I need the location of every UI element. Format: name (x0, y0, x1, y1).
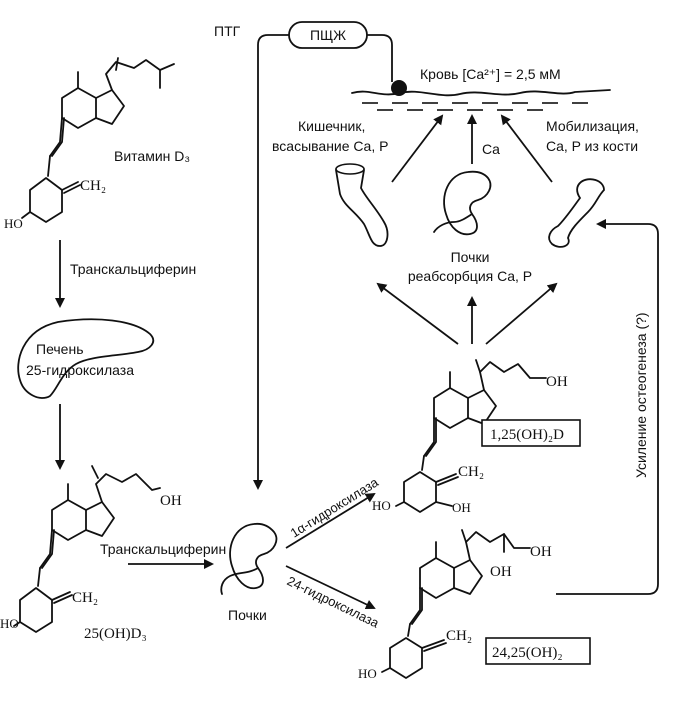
intestine-label-2: всасывание Ca, P (272, 138, 388, 154)
mobilization-label-1: Мобилизация, (546, 118, 639, 134)
kidneys-bottom-label: Почки (228, 607, 267, 623)
calcitriol-to-intestine-arrow (376, 282, 459, 345)
ho-label-c: HO (372, 498, 391, 513)
mobilization-label-2: Ca, P из кости (546, 138, 638, 154)
oh-label-c: OH (452, 500, 471, 515)
hydroxylase-24-arrow (285, 565, 376, 610)
kidneys-bottom-ureter (220, 567, 259, 595)
intestine-icon (335, 164, 389, 247)
osteogenesis-arrow (556, 219, 659, 595)
transcalciferin-label-1: Транскальциферин (70, 261, 196, 277)
oh-label-a: OH (160, 493, 182, 509)
vitamin-d3-label: Витамин D₃ (114, 148, 190, 164)
oh-label-e: OH (490, 564, 512, 580)
kidney-reabs-label-1: Почки (451, 249, 490, 265)
25ohd3-structure (13, 465, 161, 633)
ch2-label-a: CH₂ (80, 178, 106, 194)
24-25-dihydroxy-box (485, 637, 591, 665)
24-25-dihydroxy-structure (381, 529, 531, 679)
bone-icon (548, 178, 605, 248)
ch2-label-c: CH₂ (458, 464, 484, 480)
kidney-reabs-label-2: реабсорбция Ca, P (408, 268, 532, 284)
oh-label-d: OH (530, 544, 552, 560)
kidney-icon (443, 170, 492, 236)
bone-to-blood-arrow (500, 114, 553, 183)
transcalciferin-label-2: Транскальциферин (100, 541, 226, 557)
kidneys-bottom-icon (229, 522, 278, 590)
intestine-label-1: Кишечник, (298, 118, 365, 134)
liver-icon (17, 318, 155, 399)
liver-label-2: 25-гидроксилаза (26, 362, 134, 378)
blood-wave (351, 89, 611, 97)
oh-label-b: OH (546, 374, 568, 390)
osteogenesis-label: Усиление остеогенеза (?) (633, 312, 649, 478)
kidney-ureter (433, 213, 473, 233)
hydroxylase-24-label: 24-гидроксилаза (285, 573, 382, 631)
24-25-dihydroxy-label: 24,25(OH)₂ (492, 645, 563, 661)
kidney-ca-label: Ca (482, 141, 500, 157)
intestine-to-blood-arrow (391, 114, 444, 183)
calcitriol-structure (395, 359, 547, 513)
ptg-label: ПТГ (214, 23, 241, 39)
blood-dashes (362, 102, 588, 111)
25ohd3-label: 25(OH)D₃ (84, 626, 147, 642)
ho-label-d: HO (358, 666, 377, 681)
alpha-hydroxylase-label: 1α-гидроксилаза (288, 474, 382, 540)
ch2-label-d: CH₂ (446, 628, 472, 644)
calcitriol-label: 1,25(OH)₂D (490, 427, 564, 443)
calcitriol-to-bone-arrow (485, 282, 558, 345)
pschzh-label: ПЩЖ (310, 27, 346, 43)
ho-label-b: HO (0, 616, 19, 631)
pschzh-to-blood-line (367, 34, 393, 82)
liver-label-1: Печень (36, 341, 84, 357)
ho-label-a: HO (4, 216, 23, 231)
ptg-to-kidney-arrow (253, 34, 289, 490)
blood-label: Кровь [Ca²⁺] = 2,5 мМ (420, 66, 561, 82)
calcitriol-box (481, 419, 581, 447)
alpha-hydroxylase-arrow (285, 492, 376, 549)
ch2-label-b: CH₂ (72, 590, 98, 606)
vitamin-d3-structure (21, 57, 175, 223)
